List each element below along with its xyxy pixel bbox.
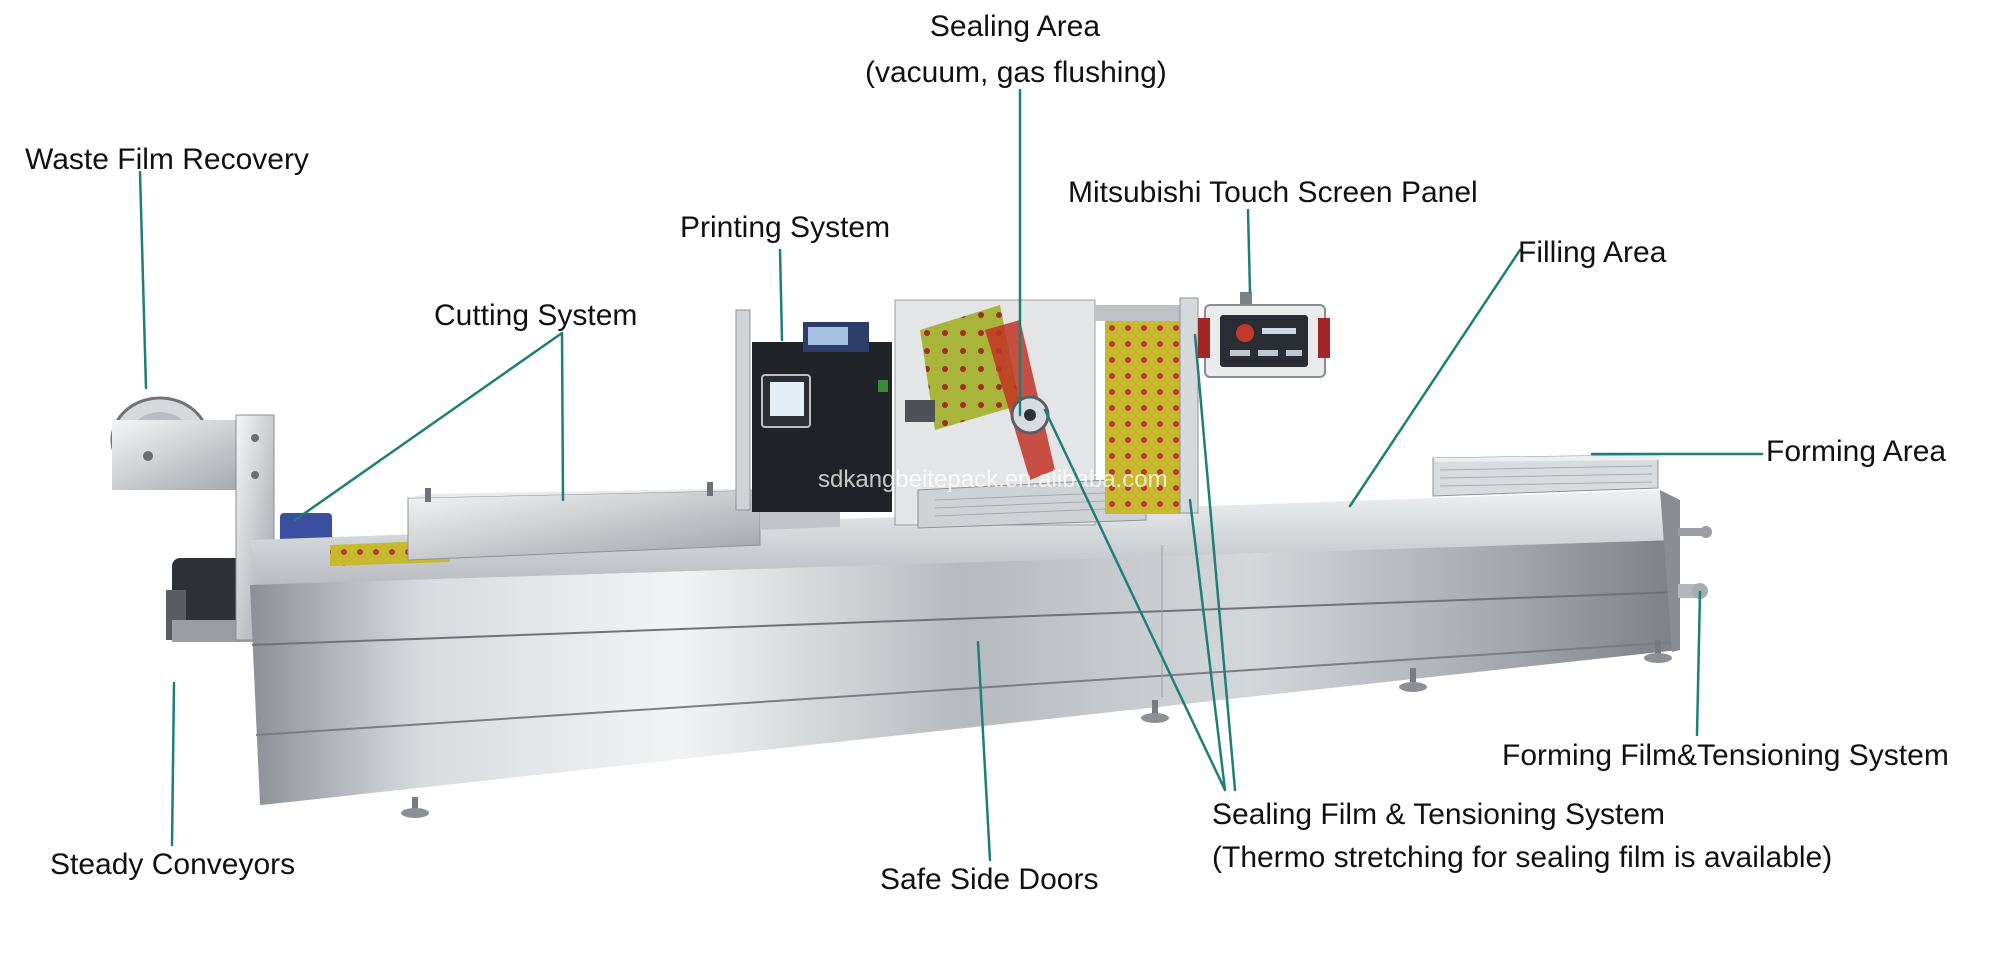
leader-sealing-film-b bbox=[1188, 498, 1227, 792]
leader-sealing-film-c bbox=[1193, 333, 1237, 792]
watermark: sdkangbeitepack.en.alibaba.com bbox=[818, 466, 1168, 493]
label-sealing-film-line2: (Thermo stretching for sealing film is a… bbox=[1212, 841, 1833, 874]
leader-safe-side-doors bbox=[976, 640, 992, 862]
leader-lines bbox=[138, 88, 1764, 862]
label-cutting-system: Cutting System bbox=[434, 299, 638, 332]
label-forming-film-tensioning-system: Forming Film&Tensioning System bbox=[1502, 739, 1949, 772]
machine-feet bbox=[401, 640, 1672, 818]
label-steady-conveyors: Steady Conveyors bbox=[50, 848, 296, 881]
label-mitsubishi-touch-screen-panel: Mitsubishi Touch Screen Panel bbox=[1068, 176, 1478, 209]
forming-area-lid bbox=[1432, 454, 1660, 497]
leader-filling-area bbox=[1348, 248, 1522, 508]
leader-sealing-film-a bbox=[1043, 408, 1227, 792]
leader-forming-film-tensioning bbox=[1695, 590, 1702, 737]
machine-illustration bbox=[110, 292, 1712, 818]
leader-steady-conveyors bbox=[170, 681, 176, 847]
label-sealing-area-line1: Sealing Area bbox=[929, 10, 1101, 43]
label-sealing-area: Sealing Area (vacuum, gas flushing) bbox=[865, 8, 1167, 92]
sealing-film-roll bbox=[1105, 318, 1180, 514]
label-forming-area: Forming Area bbox=[1766, 435, 1947, 468]
machine-top-deck bbox=[250, 490, 1680, 585]
leader-cutting-system-a bbox=[293, 331, 564, 522]
printing-system-unit bbox=[735, 309, 892, 512]
label-sealing-film-line1: Sealing Film & Tensioning System bbox=[1212, 798, 1665, 831]
label-sealing-film-tensioning-system: Sealing Film & Tensioning System (Thermo… bbox=[1212, 796, 1832, 877]
leader-printing-system bbox=[778, 248, 784, 342]
leader-cutting-system-b bbox=[560, 331, 565, 502]
label-sealing-area-line2: (vacuum, gas flushing) bbox=[865, 56, 1167, 89]
label-filling-area: Filling Area bbox=[1518, 236, 1667, 269]
leader-waste-film-recovery bbox=[138, 170, 148, 390]
label-safe-side-doors: Safe Side Doors bbox=[880, 863, 1099, 896]
label-waste-film-recovery: Waste Film Recovery bbox=[25, 143, 309, 176]
touch-screen-panel bbox=[1198, 292, 1330, 378]
label-printing-system: Printing System bbox=[680, 211, 891, 244]
leader-touch-screen-panel bbox=[1246, 208, 1252, 294]
